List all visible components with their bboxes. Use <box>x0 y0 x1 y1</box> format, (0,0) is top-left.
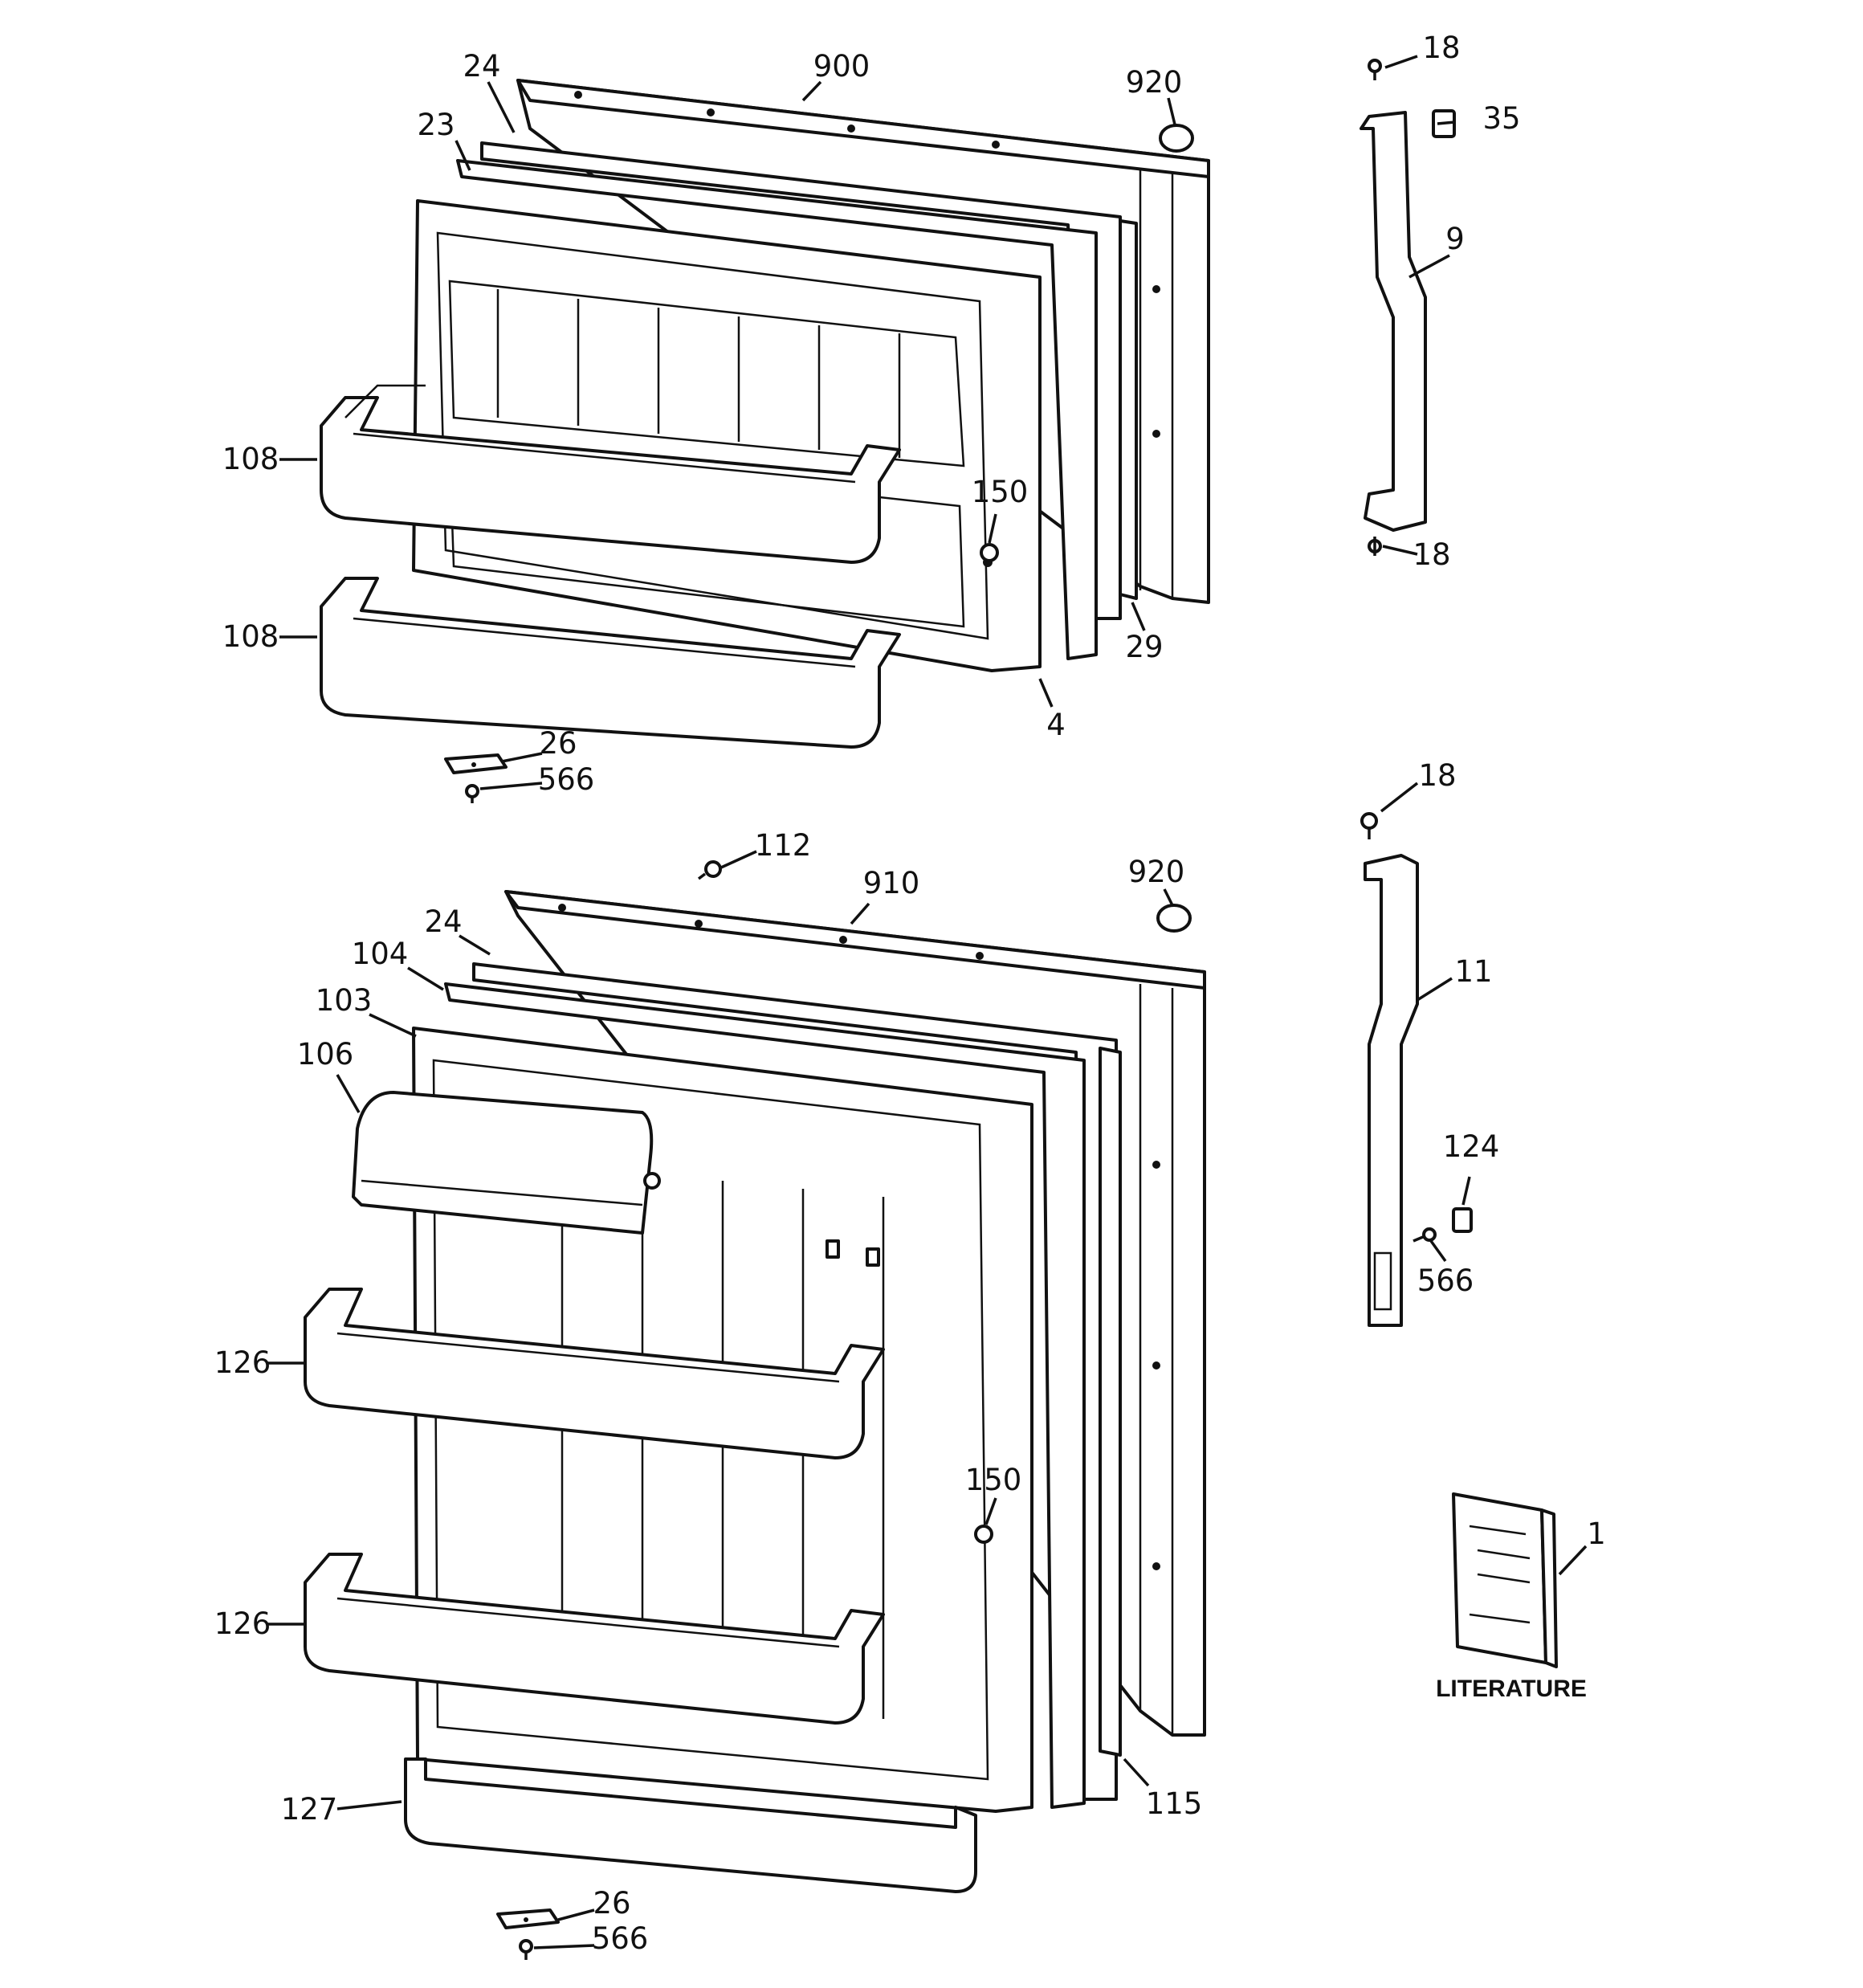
callout-920-lower: 920 <box>1128 855 1185 889</box>
fresh-food-handle-11 <box>1364 854 1419 1327</box>
callout-900: 900 <box>813 49 870 84</box>
fresh-food-door-assembly <box>304 860 1206 1960</box>
callout-23: 23 <box>417 108 455 142</box>
callout-26-lower: 26 <box>593 1886 630 1921</box>
callout-26-upper: 26 <box>539 726 577 761</box>
hinge-26-lower <box>496 1908 560 1929</box>
clip-124 <box>1452 1207 1473 1233</box>
callout-106: 106 <box>297 1037 354 1072</box>
callout-126-lower: 126 <box>214 1606 271 1641</box>
callout-18-top: 18 <box>1422 31 1460 65</box>
screw-18-lower-handle <box>1360 812 1378 839</box>
screw-566-upper <box>465 784 479 803</box>
literature-label: LITERATURE <box>1436 1676 1587 1702</box>
callout-150-upper: 150 <box>972 475 1029 509</box>
leader-lines <box>267 55 1588 1949</box>
freezer-door-shelf-108-upper <box>320 384 901 564</box>
callout-108-lower: 108 <box>222 619 279 654</box>
callout-124: 124 <box>1443 1129 1500 1164</box>
freezer-gasket-24-23 <box>456 141 1138 660</box>
fresh-food-handle-assembly <box>1360 812 1473 1327</box>
dairy-compartment-106 <box>352 1091 661 1235</box>
screw-18-bottom <box>1368 537 1382 556</box>
fresh-food-door-shelf-126-upper <box>304 1288 885 1459</box>
callout-9: 9 <box>1445 222 1465 256</box>
screw-566-lower <box>519 1939 533 1960</box>
freezer-door-shelf-108-lower <box>320 577 901 749</box>
freezer-inner-liner-4 <box>412 199 1042 672</box>
callout-18-mid: 18 <box>1413 537 1450 572</box>
plug-920-upper <box>1159 124 1194 153</box>
freezer-handle-assembly <box>1360 59 1456 556</box>
screw-112 <box>697 860 722 880</box>
bottom-shelf-127 <box>404 1757 977 1893</box>
callout-103: 103 <box>316 983 373 1018</box>
callout-566-lower: 566 <box>592 1921 649 1956</box>
callout-126-upper: 126 <box>214 1345 271 1380</box>
callout-108-upper: 108 <box>222 442 279 476</box>
callout-24-lower: 24 <box>424 904 462 939</box>
callout-104: 104 <box>352 937 409 971</box>
callout-labels: 900 24 920 23 108 108 150 29 4 26 566 18… <box>214 31 1606 1956</box>
callout-18-lower-handle: 18 <box>1418 758 1456 793</box>
plug-920-lower <box>1156 904 1192 933</box>
freezer-handle-9 <box>1360 111 1427 532</box>
callout-115: 115 <box>1146 1786 1203 1821</box>
callout-4: 4 <box>1046 708 1066 742</box>
callout-920-upper: 920 <box>1126 65 1183 100</box>
callout-566-handle: 566 <box>1417 1263 1474 1298</box>
callout-566-upper: 566 <box>538 762 595 797</box>
callout-35: 35 <box>1482 101 1520 136</box>
callout-11: 11 <box>1454 954 1492 989</box>
screw-150-upper <box>980 543 999 562</box>
callout-1: 1 <box>1587 1517 1606 1551</box>
literature-booklet-1: LITERATURE <box>1436 1492 1587 1702</box>
screw-150-lower <box>974 1525 993 1544</box>
callout-150-lower: 150 <box>965 1463 1022 1497</box>
freezer-door-assembly <box>320 79 1210 803</box>
fresh-food-door-shelf-126-lower <box>304 1553 885 1725</box>
callout-24-upper: 24 <box>463 49 500 84</box>
hinge-26-upper <box>444 753 508 774</box>
screw-18-top <box>1368 59 1382 80</box>
callout-910: 910 <box>863 866 920 900</box>
callout-29: 29 <box>1125 630 1163 664</box>
screw-566-handle <box>1413 1227 1437 1243</box>
callout-112: 112 <box>755 828 812 863</box>
callout-127: 127 <box>281 1792 338 1827</box>
fresh-food-gasket-24-104-103 <box>444 962 1122 1809</box>
